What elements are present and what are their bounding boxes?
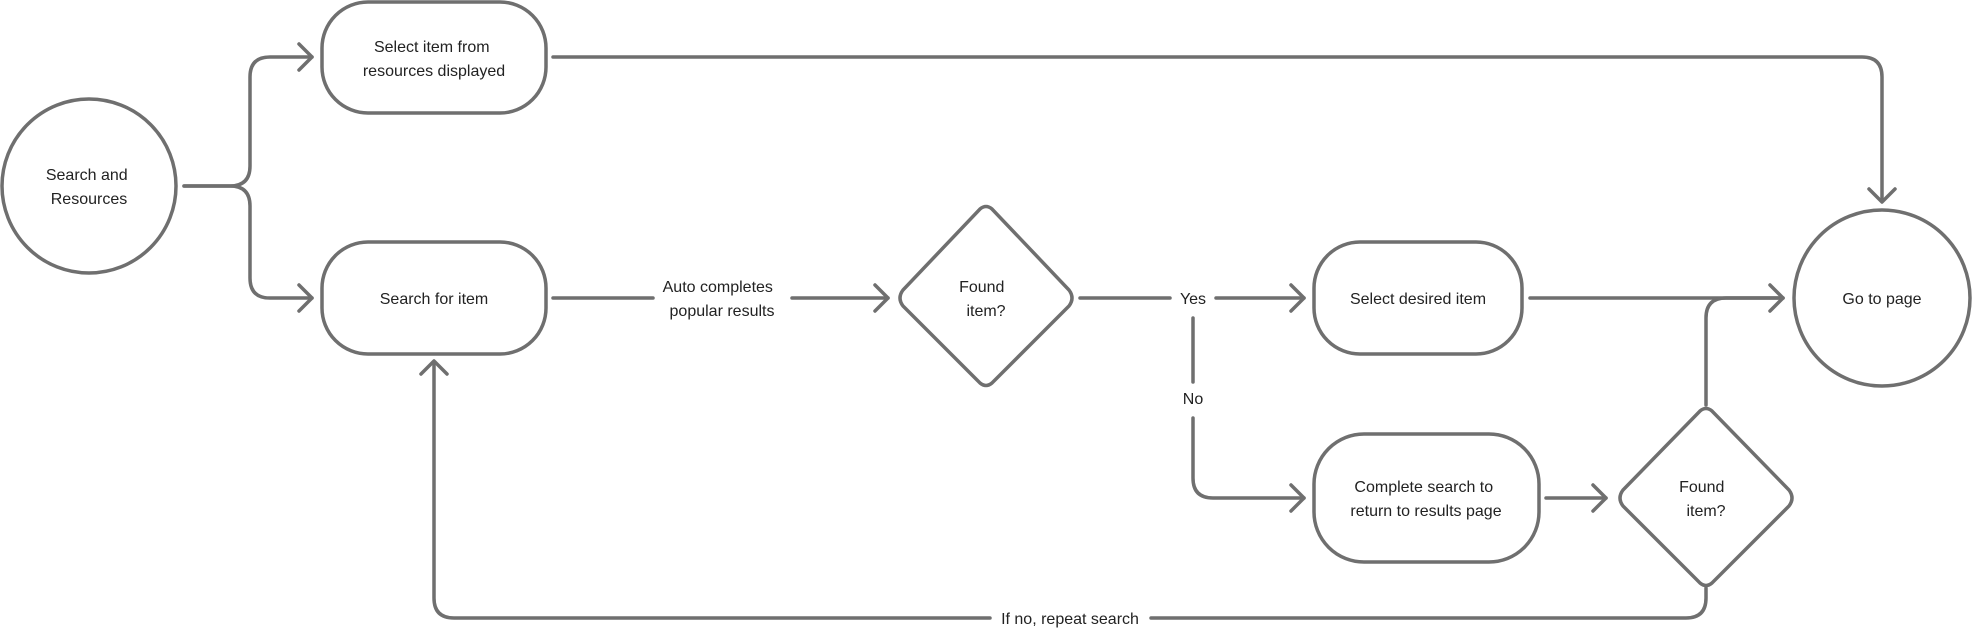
arrowhead-to-go-to-page-top xyxy=(1867,187,1897,204)
edge-start-to-search-item xyxy=(182,184,314,300)
edge-label-auto-completes: Auto completes popular results xyxy=(663,279,778,320)
node-search-resources-label: Search and Resources xyxy=(46,167,132,208)
node-go-to-page-label: Go to page xyxy=(1842,291,1921,308)
node-select-desired-item-label: Select desired item xyxy=(1350,291,1486,308)
edge-start-to-select-resources xyxy=(182,55,314,188)
arrowhead-to-found-1 xyxy=(873,283,890,313)
edge-no-to-complete-search xyxy=(1191,416,1306,500)
node-found-item-2-label: Found item? xyxy=(1679,479,1729,520)
node-search-resources: Search and Resources xyxy=(0,97,178,275)
edge-label-repeat-search: If no, repeat search xyxy=(1001,611,1139,628)
node-found-item-1: Found item? xyxy=(898,204,1074,388)
node-complete-search: Complete search to return to results pag… xyxy=(1312,432,1541,564)
node-found-item-1-label: Found item? xyxy=(959,279,1009,320)
arrowhead-to-found-2 xyxy=(1591,483,1608,513)
arrowhead-to-search-item xyxy=(297,283,314,313)
node-select-from-resources: Select item from resources displayed xyxy=(320,0,548,115)
node-select-desired-item: Select desired item xyxy=(1312,240,1524,356)
edge-repeat-search-to-search-item xyxy=(432,362,992,620)
node-go-to-page: Go to page xyxy=(1792,208,1972,388)
arrowhead-to-search-item-bottom xyxy=(419,359,449,376)
edge-select-resources-to-go-to-page xyxy=(551,55,1884,202)
node-select-from-resources-label: Select item from resources displayed xyxy=(363,39,505,80)
arrowhead-to-select-resources xyxy=(297,42,314,72)
node-search-for-item: Search for item xyxy=(320,240,548,356)
node-complete-search-label: Complete search to return to results pag… xyxy=(1350,479,1501,520)
edge-found-2-repeat-search xyxy=(1149,586,1708,620)
connectors xyxy=(182,55,1884,620)
edge-found-2-to-go-to-page xyxy=(1704,296,1785,407)
arrowhead-to-select-desired xyxy=(1289,283,1306,313)
arrowhead-to-go-to-page-side xyxy=(1768,283,1785,313)
edge-label-no: No xyxy=(1183,391,1204,408)
arrowheads xyxy=(297,42,1897,513)
edge-label-yes: Yes xyxy=(1180,291,1206,308)
node-search-for-item-label: Search for item xyxy=(380,291,488,308)
arrowhead-to-complete-search xyxy=(1289,483,1306,513)
node-found-item-2: Found item? xyxy=(1618,406,1794,588)
